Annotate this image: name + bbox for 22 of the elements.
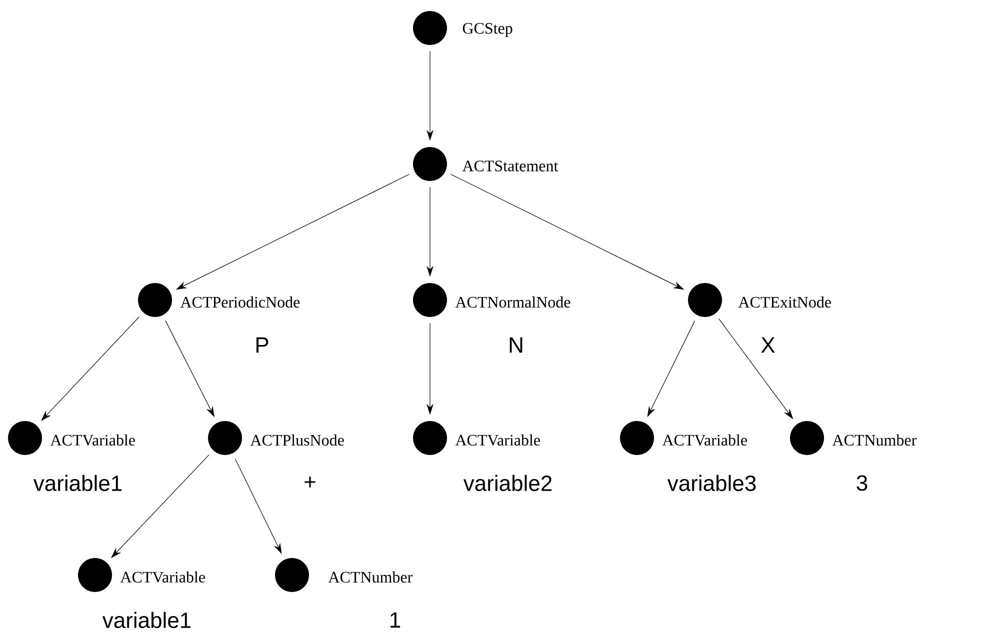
node-type-label: ACTPlusNode (250, 434, 344, 446)
node-type-label: ACTNormalNode (455, 296, 570, 308)
node-type-label: ACTNumber (832, 434, 916, 446)
node-value-label: variable2 (463, 474, 552, 492)
node-type-label: ACTVariable (662, 434, 747, 446)
node-type-label: GCStep (462, 23, 512, 37)
node-value-label: variable1 (102, 612, 191, 628)
node-type-label: ACTVariable (120, 571, 205, 583)
node-value-label: P (256, 337, 268, 353)
node-type-label: ACTPeriodicNode (180, 296, 300, 308)
node-value-label: variable3 (667, 474, 756, 492)
node-value-label: variable1 (33, 474, 122, 492)
node-type-label: ACTNumber (328, 571, 412, 583)
node-type-label: ACTStatement (462, 160, 558, 172)
node-type-label: ACTVariable (50, 434, 135, 446)
node-type-label: ACTVariable (455, 434, 540, 446)
node-value-label: X (761, 337, 775, 353)
node-value-label: 3 (856, 475, 868, 491)
node-type-label: ACTExitNode (738, 296, 831, 308)
node-value-label: 1 (390, 612, 400, 628)
node-value-label: + (304, 476, 316, 488)
node-value-label: N (510, 337, 522, 353)
